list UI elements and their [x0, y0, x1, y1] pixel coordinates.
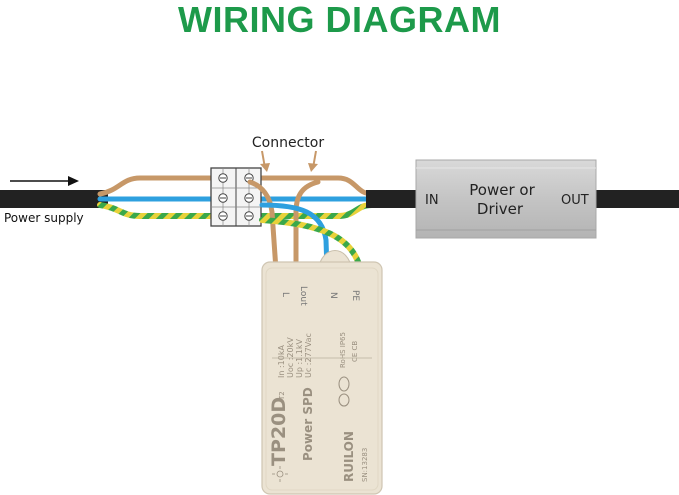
spd-terminal-lout: Lout — [298, 286, 308, 306]
spd-device — [261, 250, 383, 495]
diagram-title: WIRING DIAGRAM — [178, 0, 501, 40]
driver-out-label: OUT — [561, 193, 589, 208]
spd-terminal-n: N — [328, 292, 338, 299]
spd-spec-uoc: Uoc :20kV — [286, 337, 295, 378]
spd-type: Power SPD — [301, 387, 315, 461]
spd-spec-uc: Uc :277Vac — [304, 333, 313, 378]
spd-cert-icon — [338, 376, 350, 407]
arrow-right-icon — [10, 176, 79, 186]
power-supply-label: Power supply — [4, 211, 84, 225]
input-cable — [0, 190, 108, 208]
terminal-block-connector — [210, 167, 262, 227]
driver-output-cable — [596, 190, 679, 208]
spd-cert-rohs: RoHS IP65 — [339, 332, 347, 368]
spd-model: TP20D — [268, 397, 290, 466]
spd-lead-wires — [247, 179, 363, 273]
driver-in-label: IN — [425, 193, 439, 208]
input-wires — [97, 175, 217, 219]
spd-cert-ce: CE CB — [351, 341, 359, 362]
spd-terminal-l: L — [280, 292, 290, 297]
spd-terminal-pe: PE — [350, 290, 360, 301]
connector-label: Connector — [252, 135, 324, 151]
driver-input-cable — [366, 190, 418, 208]
power-driver-box — [415, 159, 597, 239]
spd-serial: SN:13283 — [361, 448, 369, 482]
spd-model-suffix: T2 — [278, 391, 286, 401]
spd-spec-in: In :10kA — [277, 345, 286, 378]
driver-name-line1: Power or — [469, 181, 535, 199]
driver-name-line2: Driver — [477, 200, 524, 218]
spd-brand: RUILON — [342, 431, 356, 482]
sun-icon — [272, 466, 288, 482]
